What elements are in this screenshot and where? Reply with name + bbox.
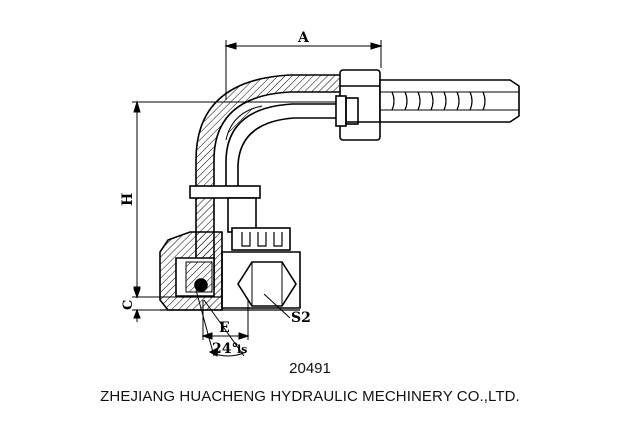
s2-leader (263, 293, 291, 319)
s2-label: S2 (291, 310, 311, 326)
angle-dimension (195, 289, 247, 357)
swivel-nut (221, 227, 301, 309)
dimension-c-label: C (121, 300, 136, 310)
angle-suffix-label: ls (237, 343, 247, 356)
angle-label: 24° (212, 341, 238, 357)
dimension-e (201, 300, 250, 340)
seat-line (160, 296, 300, 311)
dimension-a (224, 40, 383, 100)
part-code: 20491 (289, 360, 331, 377)
dimension-h-label: H (120, 193, 136, 206)
dimension-a-label: A (297, 30, 310, 46)
collar (189, 185, 261, 233)
company-name: ZHEJIANG HUACHENG HYDRAULIC MECHINERY CO… (100, 388, 520, 405)
nut-section (159, 231, 223, 311)
straight-end-nut (335, 69, 381, 141)
hose-tail (379, 79, 520, 123)
